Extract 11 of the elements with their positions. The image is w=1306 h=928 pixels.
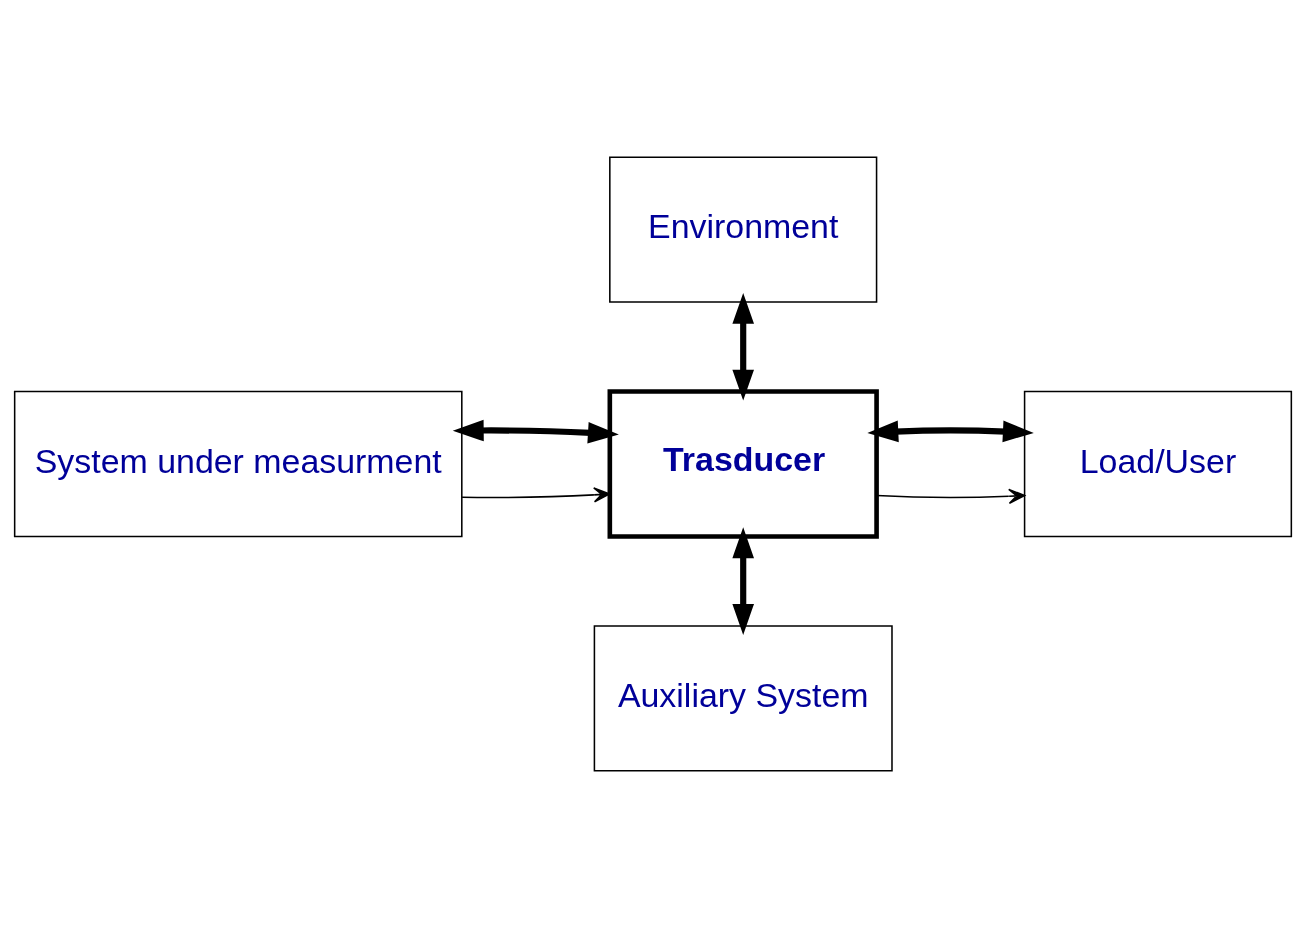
arrow bbox=[461, 487, 611, 503]
node-box: System under measurment bbox=[13, 390, 463, 538]
arrow bbox=[452, 419, 619, 444]
arrow bbox=[732, 292, 755, 401]
arrow bbox=[867, 420, 1034, 443]
node-box: Auxiliary System bbox=[593, 625, 893, 772]
node-box: Environment bbox=[609, 156, 878, 303]
arrow bbox=[732, 527, 755, 635]
node-box: Trasducer bbox=[607, 389, 879, 539]
node-box: Load/User bbox=[1023, 390, 1293, 538]
arrow bbox=[875, 488, 1026, 504]
